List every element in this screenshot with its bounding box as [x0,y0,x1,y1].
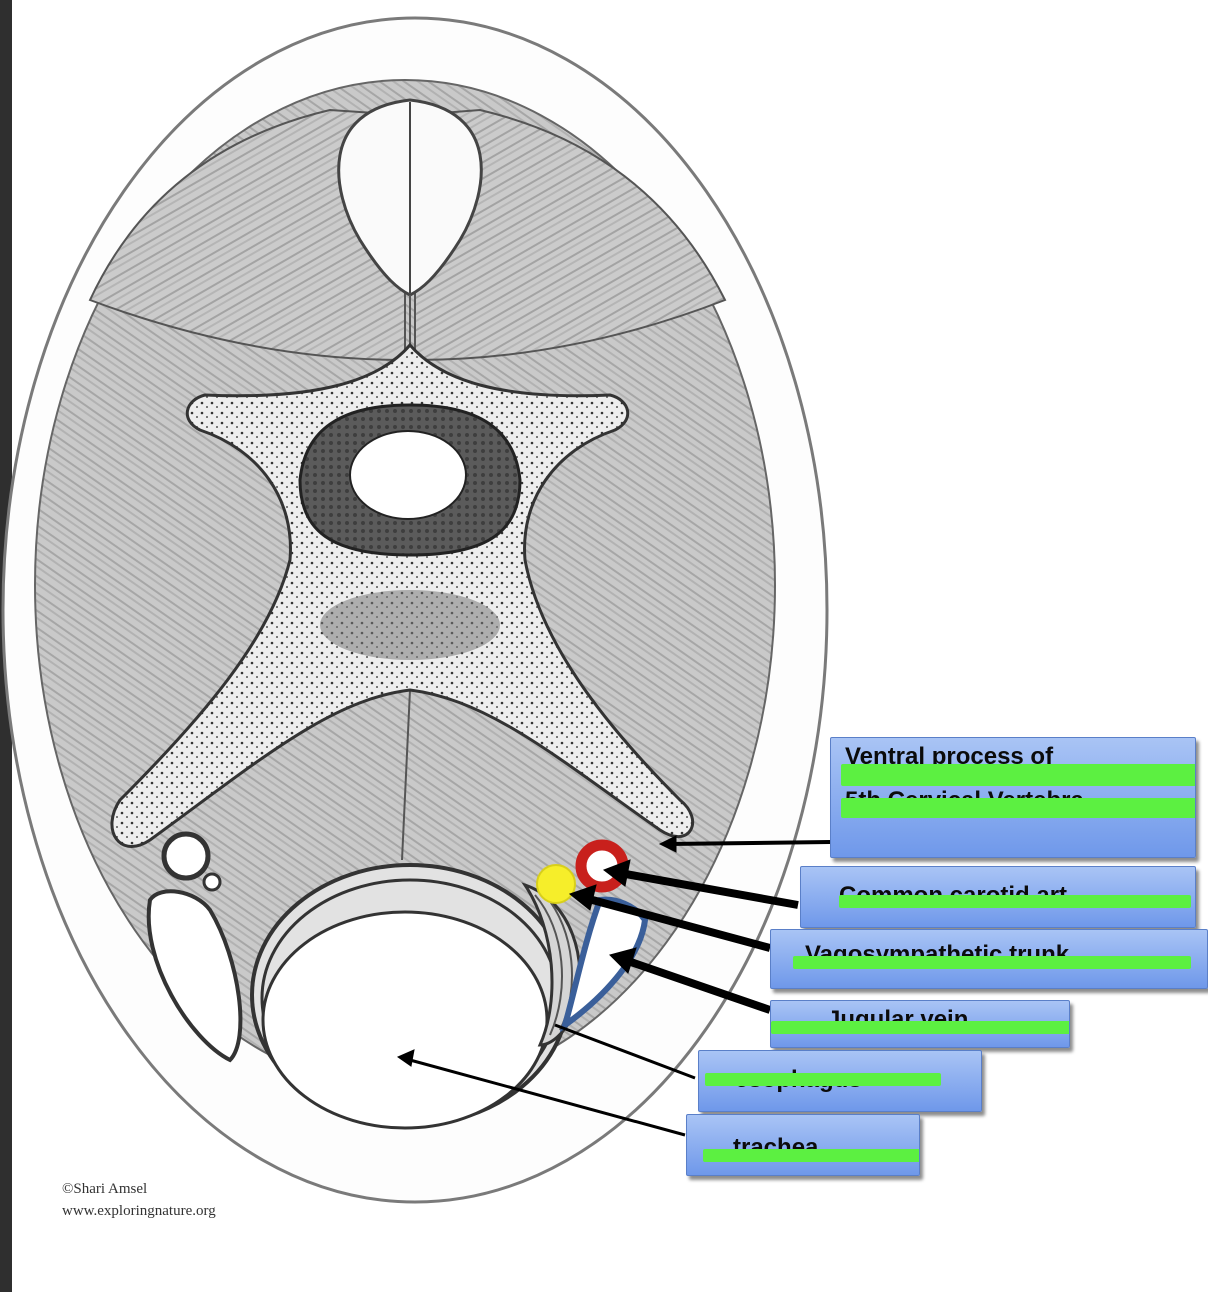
label-esophagus: esophagus [698,1050,982,1112]
credit-author: ©Shari Amsel [62,1181,148,1197]
pointer-arrows [396,835,831,1137]
redaction-highlight [839,895,1191,908]
redaction-highlight [703,1149,919,1162]
label-jugular-vein: Jugular vein [770,1000,1070,1048]
image-credit: ©Shari Amsel www.exploringnature.org [62,1178,216,1222]
redaction-highlight [771,1021,1069,1034]
vagosympathetic-dot [536,864,576,904]
redaction-highlight [793,956,1191,969]
left-carotid [161,831,211,881]
label-trachea: trachea [686,1114,920,1176]
spinal-canal [349,430,467,520]
left-jugular [146,889,243,1063]
left-small-vessel [202,872,222,892]
label-ventral-process: Ventral process of 5th Cervical Vertebra [830,737,1196,858]
credit-website: www.exploringnature.org [62,1203,216,1219]
esophagus-structure [521,882,582,1047]
trachea-lumen [261,910,549,1130]
redaction-highlight [705,1073,941,1086]
redaction-highlight [841,798,1195,818]
vertebral-body [320,590,500,660]
redaction-highlight [841,764,1195,786]
label-common-carotid: Common carotid art [800,866,1196,928]
label-vagosympathetic: Vagosympathetic trunk [770,929,1208,989]
